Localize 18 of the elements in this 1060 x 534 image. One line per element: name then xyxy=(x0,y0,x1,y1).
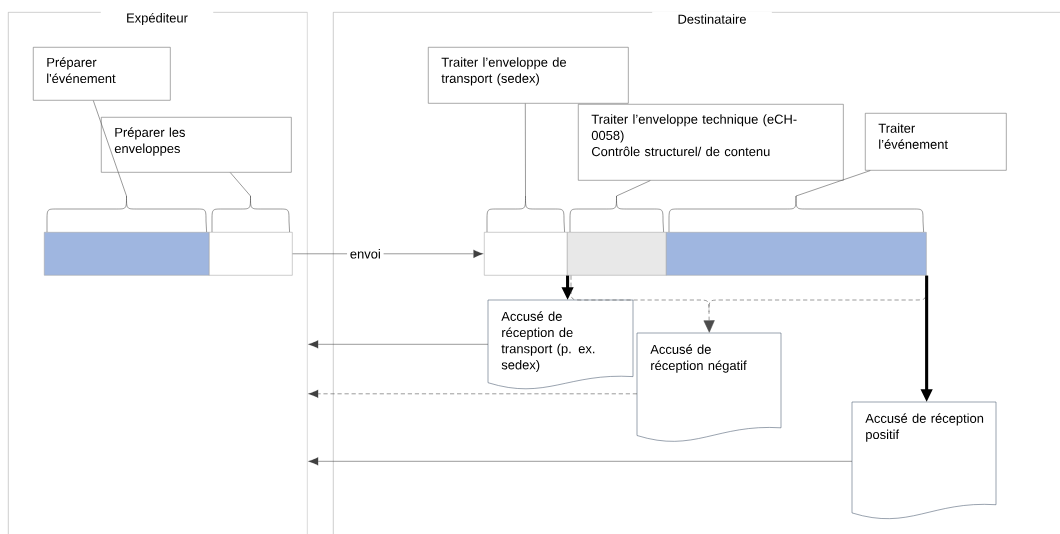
process-box: Préparer l'événement xyxy=(33,47,171,101)
arrow xyxy=(292,249,484,258)
leader-brace xyxy=(46,100,207,233)
process-bar xyxy=(567,232,667,276)
edge-label: envoi xyxy=(347,246,384,262)
process-box: Traiter l’événement xyxy=(865,113,1007,171)
process-bar xyxy=(666,232,927,276)
process-box: Traiter l’enveloppe technique (eCH-0058) Contrôle structurel/ de contenu xyxy=(578,104,844,181)
arrow xyxy=(307,389,319,398)
process-bar xyxy=(484,232,568,276)
process-bar xyxy=(209,232,293,276)
arrow xyxy=(307,340,489,349)
dashed-brace-arrow xyxy=(703,320,715,333)
leader-brace xyxy=(486,103,565,233)
arrow xyxy=(307,457,853,466)
process-bar xyxy=(44,232,210,276)
process-box: Préparer les enveloppes xyxy=(101,117,292,173)
process-box: Traiter l’enveloppe de transport (sedex) xyxy=(428,47,629,104)
